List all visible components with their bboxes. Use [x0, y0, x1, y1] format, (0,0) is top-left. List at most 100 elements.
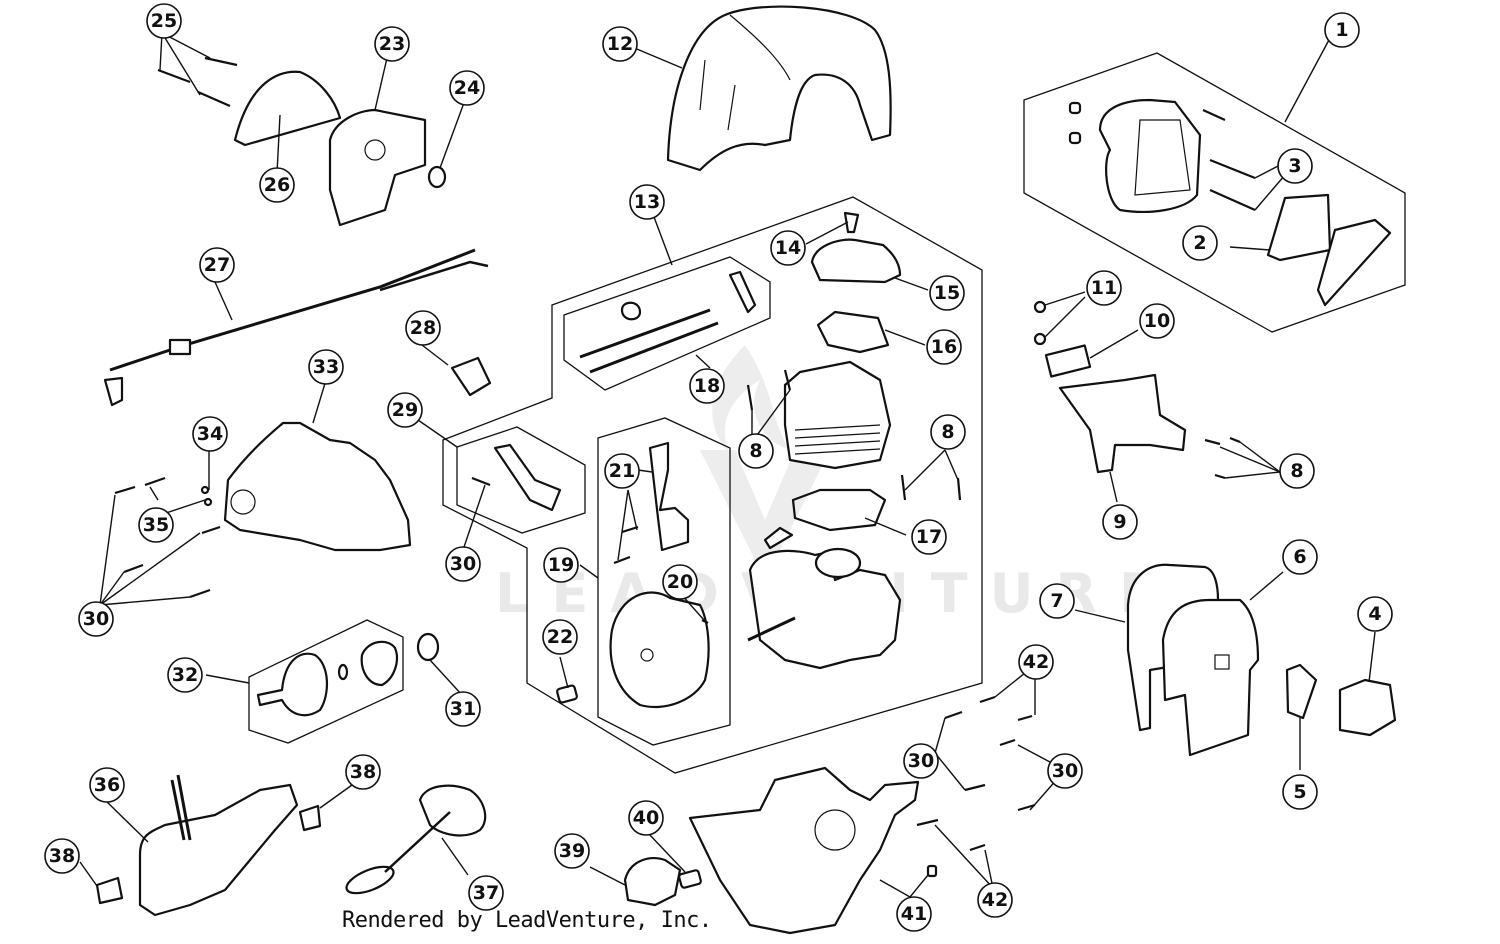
- part-muffler-gasket[interactable]: [1044, 344, 1092, 378]
- callout-29[interactable]: 29: [387, 392, 423, 428]
- part-washer[interactable]: [416, 632, 440, 662]
- callout-20[interactable]: 20: [662, 564, 698, 600]
- part-screw[interactable]: [944, 710, 963, 720]
- part-dowel-pin[interactable]: [556, 684, 578, 704]
- part-starter-pulley[interactable]: [623, 857, 682, 907]
- part-cable-tie[interactable]: [579, 308, 711, 359]
- part-grommet[interactable]: [1068, 131, 1082, 145]
- part-clutch-shoe[interactable]: [360, 640, 399, 687]
- part-shroud[interactable]: [233, 70, 342, 147]
- callout-11[interactable]: 11: [1086, 270, 1122, 306]
- callout-10[interactable]: 10: [1139, 303, 1175, 339]
- part-screw[interactable]: [189, 588, 211, 599]
- part-bolt[interactable]: [956, 477, 962, 501]
- callout-42-top[interactable]: 42: [1018, 644, 1054, 680]
- part-screw[interactable]: [1229, 436, 1241, 444]
- part-nut[interactable]: [203, 497, 213, 507]
- part-valve-cover-gasket[interactable]: [816, 310, 890, 354]
- part-fuel-cap[interactable]: [418, 784, 487, 837]
- part-screw[interactable]: [964, 783, 986, 792]
- part-grommet[interactable]: [1068, 101, 1082, 115]
- part-cable-tie[interactable]: [589, 321, 719, 374]
- part-tank-grommet[interactable]: [95, 876, 124, 905]
- callout-41[interactable]: 41: [896, 896, 932, 932]
- part-muffler-bracket[interactable]: [1058, 373, 1187, 474]
- part-screw[interactable]: [916, 818, 939, 827]
- part-fan-housing[interactable]: [223, 421, 412, 552]
- callout-27[interactable]: 27: [199, 247, 235, 283]
- part-cover-screw[interactable]: [843, 211, 860, 234]
- callout-32[interactable]: 32: [167, 657, 203, 693]
- callout-17[interactable]: 17: [911, 519, 947, 555]
- callout-21[interactable]: 21: [604, 453, 640, 489]
- callout-28[interactable]: 28: [405, 310, 441, 346]
- part-bolt[interactable]: [197, 90, 231, 108]
- callout-1[interactable]: 1: [1324, 12, 1360, 48]
- callout-4[interactable]: 4: [1357, 596, 1393, 632]
- callout-34[interactable]: 34: [192, 416, 228, 452]
- part-crankcase[interactable]: [748, 549, 902, 670]
- part-ignition-coil[interactable]: [648, 441, 690, 552]
- part-screw[interactable]: [1204, 438, 1221, 446]
- part-intake-boot[interactable]: [450, 356, 492, 397]
- part-screw[interactable]: [144, 476, 166, 487]
- part-flywheel-key[interactable]: [701, 619, 709, 624]
- part-spark-plug[interactable]: [728, 270, 757, 314]
- part-stud[interactable]: [1202, 108, 1226, 122]
- part-screw[interactable]: [999, 738, 1016, 747]
- callout-24[interactable]: 24: [449, 70, 485, 106]
- part-ignition-boot[interactable]: [620, 301, 642, 321]
- callout-14[interactable]: 14: [770, 230, 806, 266]
- callout-6[interactable]: 6: [1282, 539, 1318, 575]
- part-engine-cover[interactable]: [666, 5, 892, 172]
- callout-25[interactable]: 25: [146, 3, 182, 39]
- part-screw[interactable]: [1214, 473, 1226, 480]
- callout-38-right[interactable]: 38: [345, 754, 381, 790]
- part-carburetor-gasket[interactable]: [1285, 663, 1318, 720]
- part-screw[interactable]: [471, 476, 491, 487]
- part-screw[interactable]: [979, 695, 996, 704]
- part-pin[interactable]: [678, 869, 702, 889]
- part-clutch-housing[interactable]: [328, 108, 427, 227]
- part-intake-pipe[interactable]: [493, 443, 562, 512]
- callout-30-left[interactable]: 30: [78, 601, 114, 637]
- callout-35[interactable]: 35: [138, 507, 174, 543]
- part-carburetor[interactable]: [1338, 678, 1397, 737]
- callout-12[interactable]: 12: [602, 26, 638, 62]
- part-screw[interactable]: [1209, 188, 1256, 212]
- part-bolt[interactable]: [783, 369, 792, 391]
- callout-3[interactable]: 3: [1277, 148, 1313, 184]
- callout-16[interactable]: 16: [926, 329, 962, 365]
- callout-22[interactable]: 22: [542, 619, 578, 655]
- part-o-ring[interactable]: [427, 165, 447, 189]
- callout-5[interactable]: 5: [1282, 774, 1318, 810]
- part-screw[interactable]: [114, 485, 136, 495]
- part-screw[interactable]: [613, 555, 631, 565]
- callout-38-left[interactable]: 38: [44, 838, 80, 874]
- part-screw[interactable]: [201, 525, 221, 535]
- callout-36[interactable]: 36: [89, 767, 125, 803]
- part-screw[interactable]: [1209, 158, 1256, 180]
- part-screw[interactable]: [1017, 803, 1036, 812]
- part-throttle-cable[interactable]: [103, 248, 489, 407]
- callout-18[interactable]: 18: [689, 368, 725, 404]
- callout-8-head[interactable]: 8: [738, 433, 774, 469]
- callout-7[interactable]: 7: [1039, 583, 1075, 619]
- part-cylinder-gasket[interactable]: [791, 488, 887, 532]
- part-air-filter[interactable]: [1266, 193, 1332, 262]
- part-nut[interactable]: [1033, 332, 1047, 346]
- callout-8-base[interactable]: 8: [930, 414, 966, 450]
- part-air-filter-housing[interactable]: [1098, 98, 1202, 213]
- part-bolt[interactable]: [157, 68, 191, 84]
- part-starter-housing[interactable]: [688, 766, 920, 935]
- part-bolt[interactable]: [204, 56, 238, 67]
- part-bolt[interactable]: [900, 474, 907, 501]
- callout-39[interactable]: 39: [554, 833, 590, 869]
- part-fuel-tank[interactable]: [138, 783, 299, 917]
- part-valve-cover[interactable]: [810, 238, 902, 284]
- callout-40[interactable]: 40: [628, 800, 664, 836]
- part-flywheel[interactable]: [609, 591, 710, 709]
- callout-2[interactable]: 2: [1182, 225, 1218, 261]
- callout-30-right-a[interactable]: 30: [903, 743, 939, 779]
- part-screw[interactable]: [123, 563, 144, 574]
